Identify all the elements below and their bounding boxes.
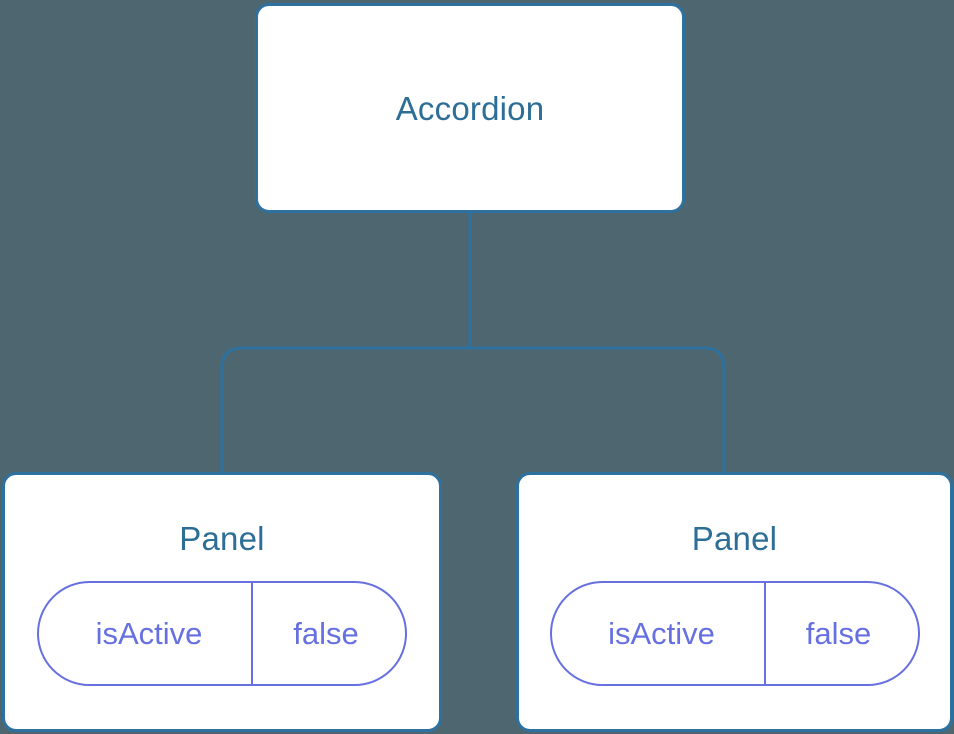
node-panel-0-prop-key: isActive — [39, 583, 253, 684]
node-panel-0-prop-value: false — [293, 616, 359, 651]
connector-accordion-to-panel-0 — [220, 346, 470, 474]
connector-accordion-to-panel-1 — [470, 346, 726, 474]
node-panel-1[interactable]: Panel isActive false — [516, 472, 953, 732]
node-panel-0[interactable]: Panel isActive false — [2, 472, 442, 732]
node-panel-1-prop-key: isActive — [552, 583, 766, 684]
node-accordion[interactable]: Accordion — [255, 3, 685, 213]
node-panel-0-prop-pill[interactable]: isActive false — [37, 581, 407, 686]
node-panel-1-title: Panel — [691, 520, 778, 557]
node-panel-1-prop-value: false — [805, 616, 872, 651]
node-panel-0-title: Panel — [179, 520, 265, 557]
node-panel-1-prop-pill[interactable]: isActive false — [549, 581, 920, 686]
node-accordion-title: Accordion — [395, 89, 545, 127]
